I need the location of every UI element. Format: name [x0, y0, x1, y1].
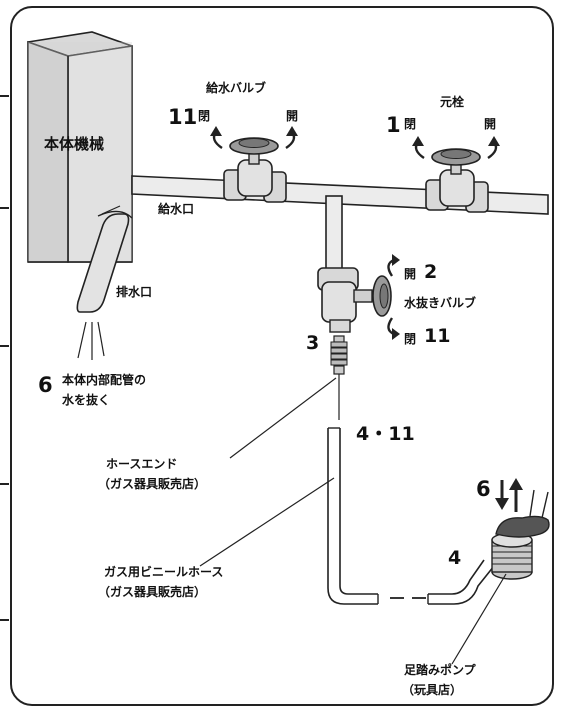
rotate-cw-icon	[487, 136, 500, 159]
drain-valve	[317, 267, 392, 333]
rotate-ccw-icon	[210, 126, 223, 149]
drain-valve-open: 開	[404, 267, 417, 281]
rotate-cw-icon	[387, 317, 400, 340]
drain-valve-open-step: 2	[424, 261, 438, 283]
foot-pump	[491, 489, 550, 580]
main-valve	[425, 148, 489, 213]
page-margin-tick	[0, 207, 9, 209]
main-valve-step: 1	[386, 113, 401, 137]
supply-valve-open: 開	[286, 109, 299, 123]
down-arrow-icon	[495, 480, 509, 510]
pump-step-pump: 6	[476, 477, 491, 501]
hose-end-step: 3	[306, 332, 320, 354]
rotate-ccw-icon	[387, 254, 400, 277]
drain-valve-close: 閉	[404, 332, 417, 346]
page-margin-tick	[0, 619, 9, 621]
hose-line2: （ガス器具販売店）	[98, 585, 207, 599]
supply-valve-title: 給水バルブ	[206, 81, 267, 95]
pump-line2: （玩具店）	[402, 683, 463, 697]
leader-lines	[199, 377, 507, 665]
inlet-label: 給水口	[158, 202, 195, 216]
rotate-ccw-icon	[412, 136, 425, 159]
hose-end-line2: （ガス器具販売店）	[98, 477, 207, 491]
drain-internal-step: 6	[38, 373, 53, 397]
drain-internal-line1: 本体内部配管の	[62, 373, 147, 387]
page-margin-tick	[0, 483, 9, 485]
main-valve-open: 開	[484, 117, 497, 131]
pump-line1: 足踏みポンプ	[404, 663, 476, 677]
vinyl-hose	[327, 427, 495, 605]
hose-line1: ガス用ビニールホース	[104, 565, 224, 579]
supply-valve-close: 閉	[198, 109, 211, 123]
supply-valve	[223, 137, 287, 203]
page-margin-tick	[0, 95, 9, 97]
supply-valve-step: 11	[168, 105, 198, 129]
rotate-cw-icon	[285, 126, 298, 149]
outlet-label: 排水口	[116, 285, 153, 299]
hose-end-line1: ホースエンド	[106, 457, 178, 471]
machine-label: 本体機械	[44, 135, 105, 153]
outlet-pipe	[76, 205, 133, 360]
main-valve-close: 閉	[404, 117, 417, 131]
main-valve-title: 元栓	[440, 95, 465, 109]
drain-internal-line2: 水を抜く	[62, 393, 111, 407]
hose-step: 4・11	[356, 423, 415, 445]
pump-step-connect: 4	[448, 547, 462, 569]
drain-valve-title: 水抜きバルブ	[404, 296, 477, 310]
up-arrow-icon	[509, 478, 523, 512]
page-margin-tick	[0, 345, 9, 347]
drain-valve-close-step: 11	[424, 325, 451, 347]
hose-end-fitting	[330, 335, 348, 420]
